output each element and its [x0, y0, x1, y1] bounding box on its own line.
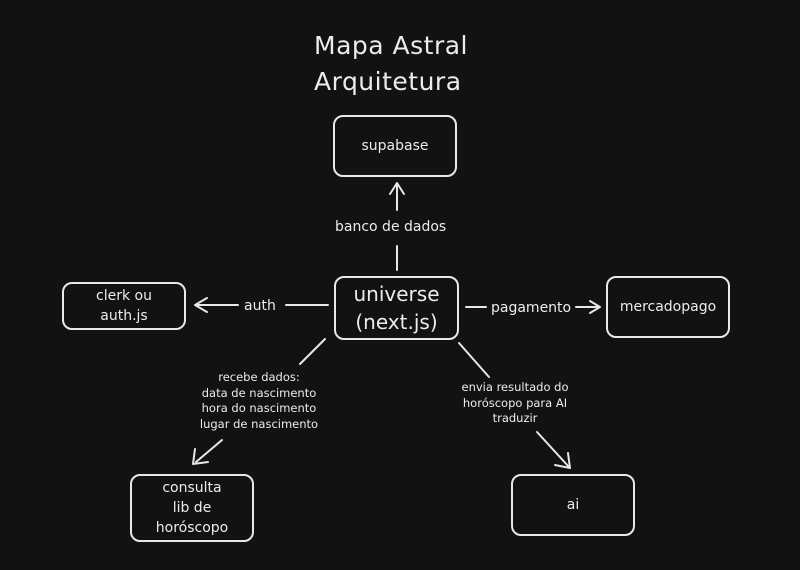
title-line-2: Arquitetura — [314, 67, 462, 96]
node-clerk: clerk ou auth.js — [62, 282, 186, 330]
node-universe-line-2: (next.js) — [355, 310, 438, 334]
arrow-to-clerk-head — [194, 297, 208, 313]
node-clerk-line-2: auth.js — [100, 308, 148, 324]
node-universe-line-1: universe — [353, 282, 440, 306]
arrow-to-consulta-lower — [195, 439, 223, 463]
title-line-1: Mapa Astral — [314, 31, 468, 60]
node-consulta-line-1: consulta — [162, 480, 222, 496]
recebe-line-1: recebe dados: — [218, 370, 300, 384]
recebe-line-2: data de nascimento — [201, 385, 317, 400]
node-ai: ai — [511, 474, 635, 536]
node-consulta-line-2: lib de — [172, 500, 212, 516]
recebe-line-3: hora do nascimento — [201, 401, 317, 415]
envia-line-2: horóscopo para AI — [462, 395, 568, 410]
node-consulta-line-3: horóscopo — [155, 520, 229, 536]
node-mercadopago: mercadopago — [606, 276, 730, 338]
arrow-to-consulta-head — [192, 448, 209, 465]
node-ai-label: ai — [566, 497, 580, 513]
arrow-to-ai-lower — [536, 431, 570, 468]
node-mercadopago-label: mercadopago — [619, 299, 717, 315]
node-consulta: consulta lib de horóscopo — [130, 474, 254, 542]
arrow-to-mercadopago-head — [589, 300, 601, 314]
node-supabase: supabase — [333, 115, 457, 177]
recebe-line-4: lugar de nascimento — [199, 416, 319, 431]
envia-line-1: envia resultado do — [461, 380, 569, 394]
edge-label-envia: envia resultado do horóscopo para AI tra… — [450, 380, 580, 427]
arrow-to-consulta-upper — [299, 338, 326, 365]
edge-label-pagamento: pagamento — [491, 299, 572, 317]
node-universe: universe (next.js) — [334, 276, 459, 340]
diagram-title: Mapa Astral Arquitetura — [314, 28, 468, 100]
edge-label-auth: auth — [244, 297, 276, 315]
arrow-to-supabase-head — [389, 182, 405, 195]
node-clerk-line-1: clerk ou — [96, 288, 152, 304]
envia-line-3: traduzir — [492, 411, 538, 425]
arrow-to-ai-head — [554, 452, 571, 469]
edge-label-recebe: recebe dados: data de nascimento hora do… — [194, 370, 324, 432]
node-supabase-label: supabase — [361, 138, 429, 154]
arrow-to-ai-upper — [458, 342, 490, 378]
edge-label-banco: banco de dados — [335, 218, 447, 236]
